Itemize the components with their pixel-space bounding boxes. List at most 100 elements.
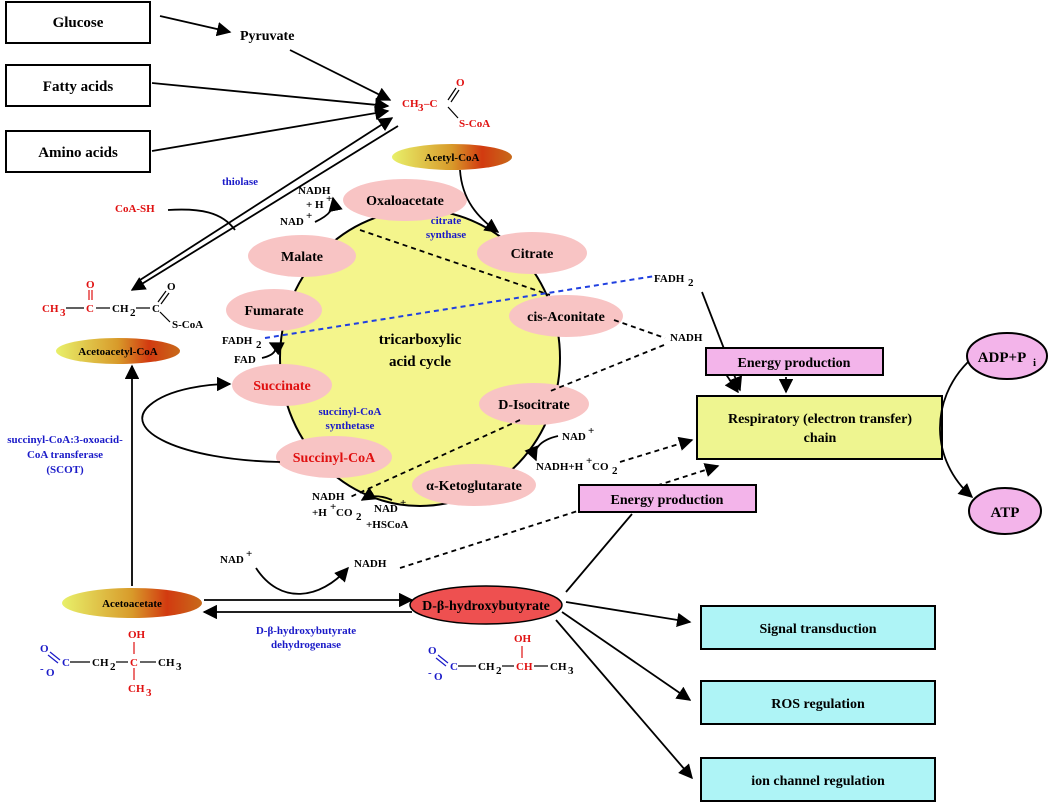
oxaloacetate-node: Oxaloacetate	[343, 179, 467, 221]
svg-text:CH: CH	[42, 303, 59, 315]
cycle-title-line2: acid cycle	[389, 354, 451, 370]
svg-text:C: C	[152, 303, 160, 315]
svg-text:Citrate: Citrate	[511, 247, 554, 262]
succinyl-coa-node: Succinyl-CoA	[276, 436, 392, 478]
svg-text:Fumarate: Fumarate	[244, 304, 303, 319]
svg-text:S-CoA: S-CoA	[172, 319, 203, 331]
acetyl-to-acetoacetyl-arrow	[130, 125, 399, 291]
svg-text:2: 2	[688, 277, 694, 289]
svg-text:Respiratory (electron transfer: Respiratory (electron transfer)	[728, 412, 912, 427]
svg-text:FADH: FADH	[222, 335, 253, 347]
svg-text:CO: CO	[592, 461, 609, 473]
bhb-node: D-β-hydroxybutyrate	[409, 585, 563, 625]
citrate-node: Citrate	[477, 232, 587, 274]
svg-text:NAD: NAD	[220, 554, 244, 566]
svg-text:OH: OH	[128, 629, 146, 641]
svg-text:CH: CH	[402, 98, 419, 110]
isocitrate-nadh-group: NAD + NADH+H + CO 2	[524, 425, 618, 477]
svg-text:2: 2	[130, 307, 136, 319]
svg-text:i: i	[1033, 357, 1036, 369]
pyruvate-to-acetylcoa-arrow	[289, 49, 392, 101]
svg-text:2: 2	[496, 665, 502, 677]
respiratory-chain-box: Respiratory (electron transfer) chain	[696, 395, 943, 460]
akg-nadh-group: NADH +H + CO 2 NAD + +HSCoA	[312, 487, 408, 531]
energy-production-box-1: Energy production	[705, 347, 884, 376]
a-ketoglutarate-node: α-Ketoglutarate	[412, 464, 536, 506]
svg-text:2: 2	[110, 661, 116, 673]
glucose-box: Glucose	[5, 1, 151, 44]
svg-text:-: -	[40, 663, 44, 675]
glucose-to-pyruvate-arrow	[159, 15, 232, 37]
svg-text:+: +	[586, 455, 592, 467]
svg-text:Energy production: Energy production	[611, 493, 724, 508]
svg-text:Acetoacetate: Acetoacetate	[102, 598, 162, 610]
svg-text:CH: CH	[516, 661, 533, 673]
svg-text:FADH: FADH	[654, 273, 685, 285]
svg-text:Oxaloacetate: Oxaloacetate	[366, 194, 444, 209]
amino-acids-box: Amino acids	[5, 130, 151, 173]
svg-text:O: O	[40, 643, 49, 655]
svg-text:D-Isocitrate: D-Isocitrate	[498, 398, 570, 413]
svg-text:NAD: NAD	[374, 503, 398, 515]
oxalo-dashed-line	[359, 229, 551, 296]
succinyl-coa-synthetase-line2: synthetase	[326, 420, 375, 432]
succinate-node: Succinate	[232, 364, 332, 406]
bhb-nadh-to-chain-dashed	[399, 463, 720, 569]
acetyl-coa-structure: CH 3 –C O S-CoA	[402, 77, 490, 130]
svg-text:Malate: Malate	[281, 250, 323, 265]
acetylcoa-to-citrate-arrow	[459, 169, 500, 233]
svg-text:NAD: NAD	[562, 431, 586, 443]
fadh2-blue-dashed	[264, 275, 656, 339]
bhb-nad-group: NAD + NADH	[220, 548, 387, 595]
svg-text:ion channel regulation: ion channel regulation	[751, 774, 885, 789]
malate-nadh-group: NADH + H + NAD +	[280, 185, 343, 228]
svg-text:OH: OH	[514, 633, 532, 645]
signal-transduction-box: Signal transduction	[700, 605, 936, 650]
bdh-line1: D-β-hydroxybutyrate	[256, 625, 356, 637]
svg-text:+: +	[400, 497, 406, 509]
thiolase-label: thiolase	[222, 176, 258, 188]
svg-text:3: 3	[146, 687, 152, 699]
svg-text:O: O	[46, 667, 55, 679]
amino-acids-arrow	[151, 106, 390, 152]
svg-text:Acetyl-CoA: Acetyl-CoA	[425, 152, 480, 164]
acetoacetyl-to-acetyl-arrow	[139, 117, 394, 281]
svg-text:O: O	[167, 281, 176, 293]
fatty-acids-box: Fatty acids	[5, 64, 151, 107]
svg-text:NADH+H: NADH+H	[536, 461, 584, 473]
svg-text:Amino acids: Amino acids	[38, 145, 118, 161]
svg-text:+HSCoA: +HSCoA	[366, 519, 408, 531]
svg-text:FAD: FAD	[234, 354, 256, 366]
coa-sh-label: CoA-SH	[115, 203, 155, 215]
svg-text:+H: +H	[312, 507, 327, 519]
svg-text:NADH: NADH	[298, 185, 331, 197]
fumarate-node: Fumarate	[226, 289, 322, 331]
svg-text:+: +	[326, 193, 332, 205]
coa-sh-curve	[167, 208, 236, 231]
fadh2-top-label: FADH 2	[654, 273, 694, 289]
svg-text:O: O	[86, 279, 95, 291]
svg-text:CH: CH	[158, 657, 175, 669]
svg-text:D-β-hydroxybutyrate: D-β-hydroxybutyrate	[422, 599, 550, 614]
citrate-synthase-line2: synthase	[426, 229, 466, 241]
svg-text:ROS regulation: ROS regulation	[771, 697, 865, 712]
fumarate-fad-group: FADH 2 FAD	[222, 335, 285, 366]
svg-text:+: +	[588, 425, 594, 437]
svg-text:CH: CH	[128, 683, 145, 695]
cis-aconitate-node: cis-Aconitate	[509, 295, 623, 337]
svg-text:+: +	[330, 501, 336, 513]
acetoacetate-node: Acetoacetate	[62, 588, 202, 618]
svg-text:cis-Aconitate: cis-Aconitate	[527, 310, 605, 325]
svg-text:NADH: NADH	[354, 558, 387, 570]
svg-text:NADH: NADH	[312, 491, 345, 503]
svg-text:–C: –C	[423, 98, 438, 110]
nadh-right-label: NADH	[670, 332, 703, 344]
svg-text:Fatty acids: Fatty acids	[43, 79, 114, 95]
svg-text:Succinate: Succinate	[253, 379, 311, 394]
acetoacetyl-coa-node: Acetoacetyl-CoA	[56, 338, 180, 364]
bdh-line2: dehydrogenase	[271, 639, 341, 651]
svg-text:O: O	[428, 645, 437, 657]
atp-node: ATP	[968, 487, 1042, 535]
svg-text:+: +	[306, 210, 312, 222]
scot-line2: CoA transferase	[27, 449, 103, 461]
